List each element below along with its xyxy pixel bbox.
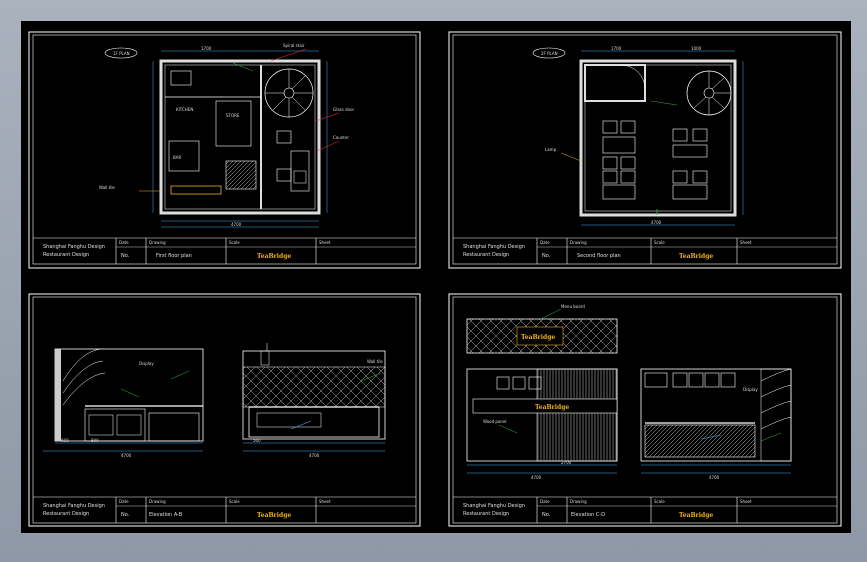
project-name: Restaurant Design xyxy=(43,511,89,517)
drawing-name: Elevation C-D xyxy=(571,512,605,518)
room-label-store: STORE xyxy=(226,113,240,118)
brand-logo: TeaBridge xyxy=(257,253,291,260)
note-display: Display xyxy=(139,361,154,366)
brand-logo: TeaBridge xyxy=(679,512,713,519)
cell-date: Date xyxy=(119,240,129,245)
drawing-no: No. xyxy=(121,512,130,518)
note-display-d: Display xyxy=(743,387,758,392)
note-stair: Spiral stair xyxy=(283,43,305,48)
shop-sign: TeaBridge xyxy=(535,404,569,411)
elevation-b: 4700 500 Wall tile xyxy=(242,343,386,458)
company-name: Shanghai Fanghu Design xyxy=(463,503,525,509)
dim-elev-c-2: 2700 xyxy=(561,460,572,465)
sheet-bottom-left: Shanghai Fanghu Design Restaurant Design… xyxy=(28,293,421,527)
company-name: Shanghai Fanghu Design xyxy=(43,503,105,509)
title-block: Shanghai Fanghu Design Restaurant Design… xyxy=(33,496,416,523)
room-label-bar: BAR xyxy=(173,155,181,160)
cell-date: Date xyxy=(119,499,129,504)
brand-logo: TeaBridge xyxy=(257,512,291,519)
dining-tables xyxy=(602,120,708,200)
plan-tag: 2F PLAN xyxy=(541,51,558,56)
floor-plan-2f: 2F PLAN xyxy=(532,46,744,226)
company-name: Shanghai Fanghu Design xyxy=(43,244,105,250)
drawing-no: No. xyxy=(121,253,130,259)
cell-drawing: Drawing xyxy=(149,499,166,504)
note-wall-tile-b: Wall tile xyxy=(367,359,383,364)
cell-date: Date xyxy=(540,240,550,245)
note-wood-panel: Wood panel xyxy=(483,419,507,424)
elevation-c: TeaBridge 4700 2700 Wood panel xyxy=(466,368,618,480)
note-menu-board: Menu board xyxy=(561,304,585,309)
title-block: Shanghai Fanghu Design Restaurant Design… xyxy=(453,496,837,523)
cell-scale: Scale xyxy=(229,499,240,504)
cell-date: Date xyxy=(540,499,550,504)
room-label-kitchen: KITCHEN xyxy=(176,107,193,112)
title-block: Shanghai Fanghu Design Restaurant Design… xyxy=(33,237,416,264)
project-name: Restaurant Design xyxy=(43,252,89,258)
dim-seg-2: 800 xyxy=(91,438,99,443)
dim-elev-b: 4700 xyxy=(309,453,320,458)
dim-elev-c: 4700 xyxy=(531,475,542,480)
drawing-name: First floor plan xyxy=(156,253,192,259)
spiral-stair xyxy=(686,70,732,116)
dim-elev-d: 4700 xyxy=(709,475,720,480)
elevation-a: 4700 600 800 Display xyxy=(43,348,204,458)
cell-sheet: Sheet xyxy=(319,499,331,504)
dim-elev-a: 4700 xyxy=(121,453,132,458)
cell-drawing: Drawing xyxy=(149,240,166,245)
dim-top: 1700 xyxy=(201,46,212,51)
cell-scale: Scale xyxy=(654,499,665,504)
cell-sheet: Sheet xyxy=(740,499,752,504)
note-wall-tile: Wall tile xyxy=(99,185,115,190)
sign-board: TeaBridge Menu board xyxy=(466,304,618,354)
drawing-no: No. xyxy=(542,253,551,259)
drawing-name: Elevation A-B xyxy=(149,512,183,518)
floor-plan-1f: 1F PLAN KITCHEN STORE BAR xyxy=(99,43,355,228)
elevation-d: 4700 Display xyxy=(640,368,792,480)
company-name: Shanghai Fanghu Design xyxy=(463,244,525,250)
cell-sheet: Sheet xyxy=(740,240,752,245)
note-counter: Counter xyxy=(333,135,349,140)
sheet-top-right: Shanghai Fanghu Design Restaurant Design… xyxy=(448,31,842,269)
dim-bottom: 4700 xyxy=(651,220,662,225)
note-lamp: Lamp xyxy=(545,147,557,152)
brand-logo: TeaBridge xyxy=(679,253,713,260)
drawing-sheets: Shanghai Fanghu Design Restaurant Design… xyxy=(28,31,842,527)
cell-drawing: Drawing xyxy=(570,240,587,245)
title-block: Shanghai Fanghu Design Restaurant Design… xyxy=(453,237,837,264)
dim-top: 1700 xyxy=(611,46,622,51)
spiral-stair xyxy=(264,68,314,118)
drawing-no: No. xyxy=(542,512,551,518)
dim-seg-3: 500 xyxy=(253,438,261,443)
plan-tag: 1F PLAN xyxy=(113,51,130,56)
project-name: Restaurant Design xyxy=(463,252,509,258)
sheet-bottom-right: Shanghai Fanghu Design Restaurant Design… xyxy=(448,293,842,527)
cell-sheet: Sheet xyxy=(319,240,331,245)
cad-canvas[interactable]: Shanghai Fanghu Design Restaurant Design… xyxy=(21,21,851,533)
sheet-top-left: Shanghai Fanghu Design Restaurant Design… xyxy=(28,31,421,269)
cell-scale: Scale xyxy=(654,240,665,245)
cell-scale: Scale xyxy=(229,240,240,245)
dim-bottom: 4700 xyxy=(231,222,242,227)
dim-seg-1: 600 xyxy=(61,438,69,443)
note-glass-door: Glass door xyxy=(333,107,355,112)
project-name: Restaurant Design xyxy=(463,511,509,517)
cell-drawing: Drawing xyxy=(570,499,587,504)
drawing-name: Second floor plan xyxy=(577,253,621,259)
dim-top-2: 1000 xyxy=(691,46,702,51)
sign-logo: TeaBridge xyxy=(521,334,555,341)
